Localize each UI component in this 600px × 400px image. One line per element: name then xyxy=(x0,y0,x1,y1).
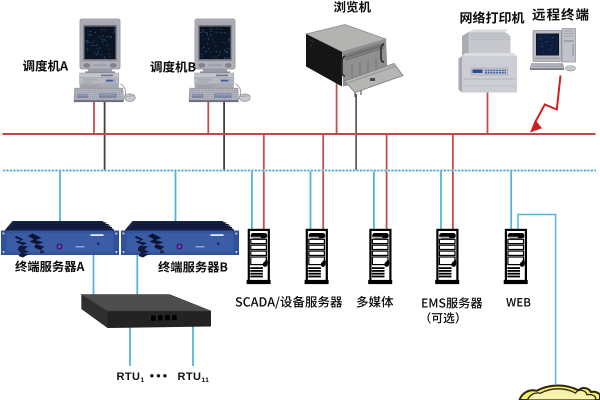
svg-text:RTU1: RTU1 xyxy=(117,371,145,384)
svg-text:RTU11: RTU11 xyxy=(178,371,210,384)
